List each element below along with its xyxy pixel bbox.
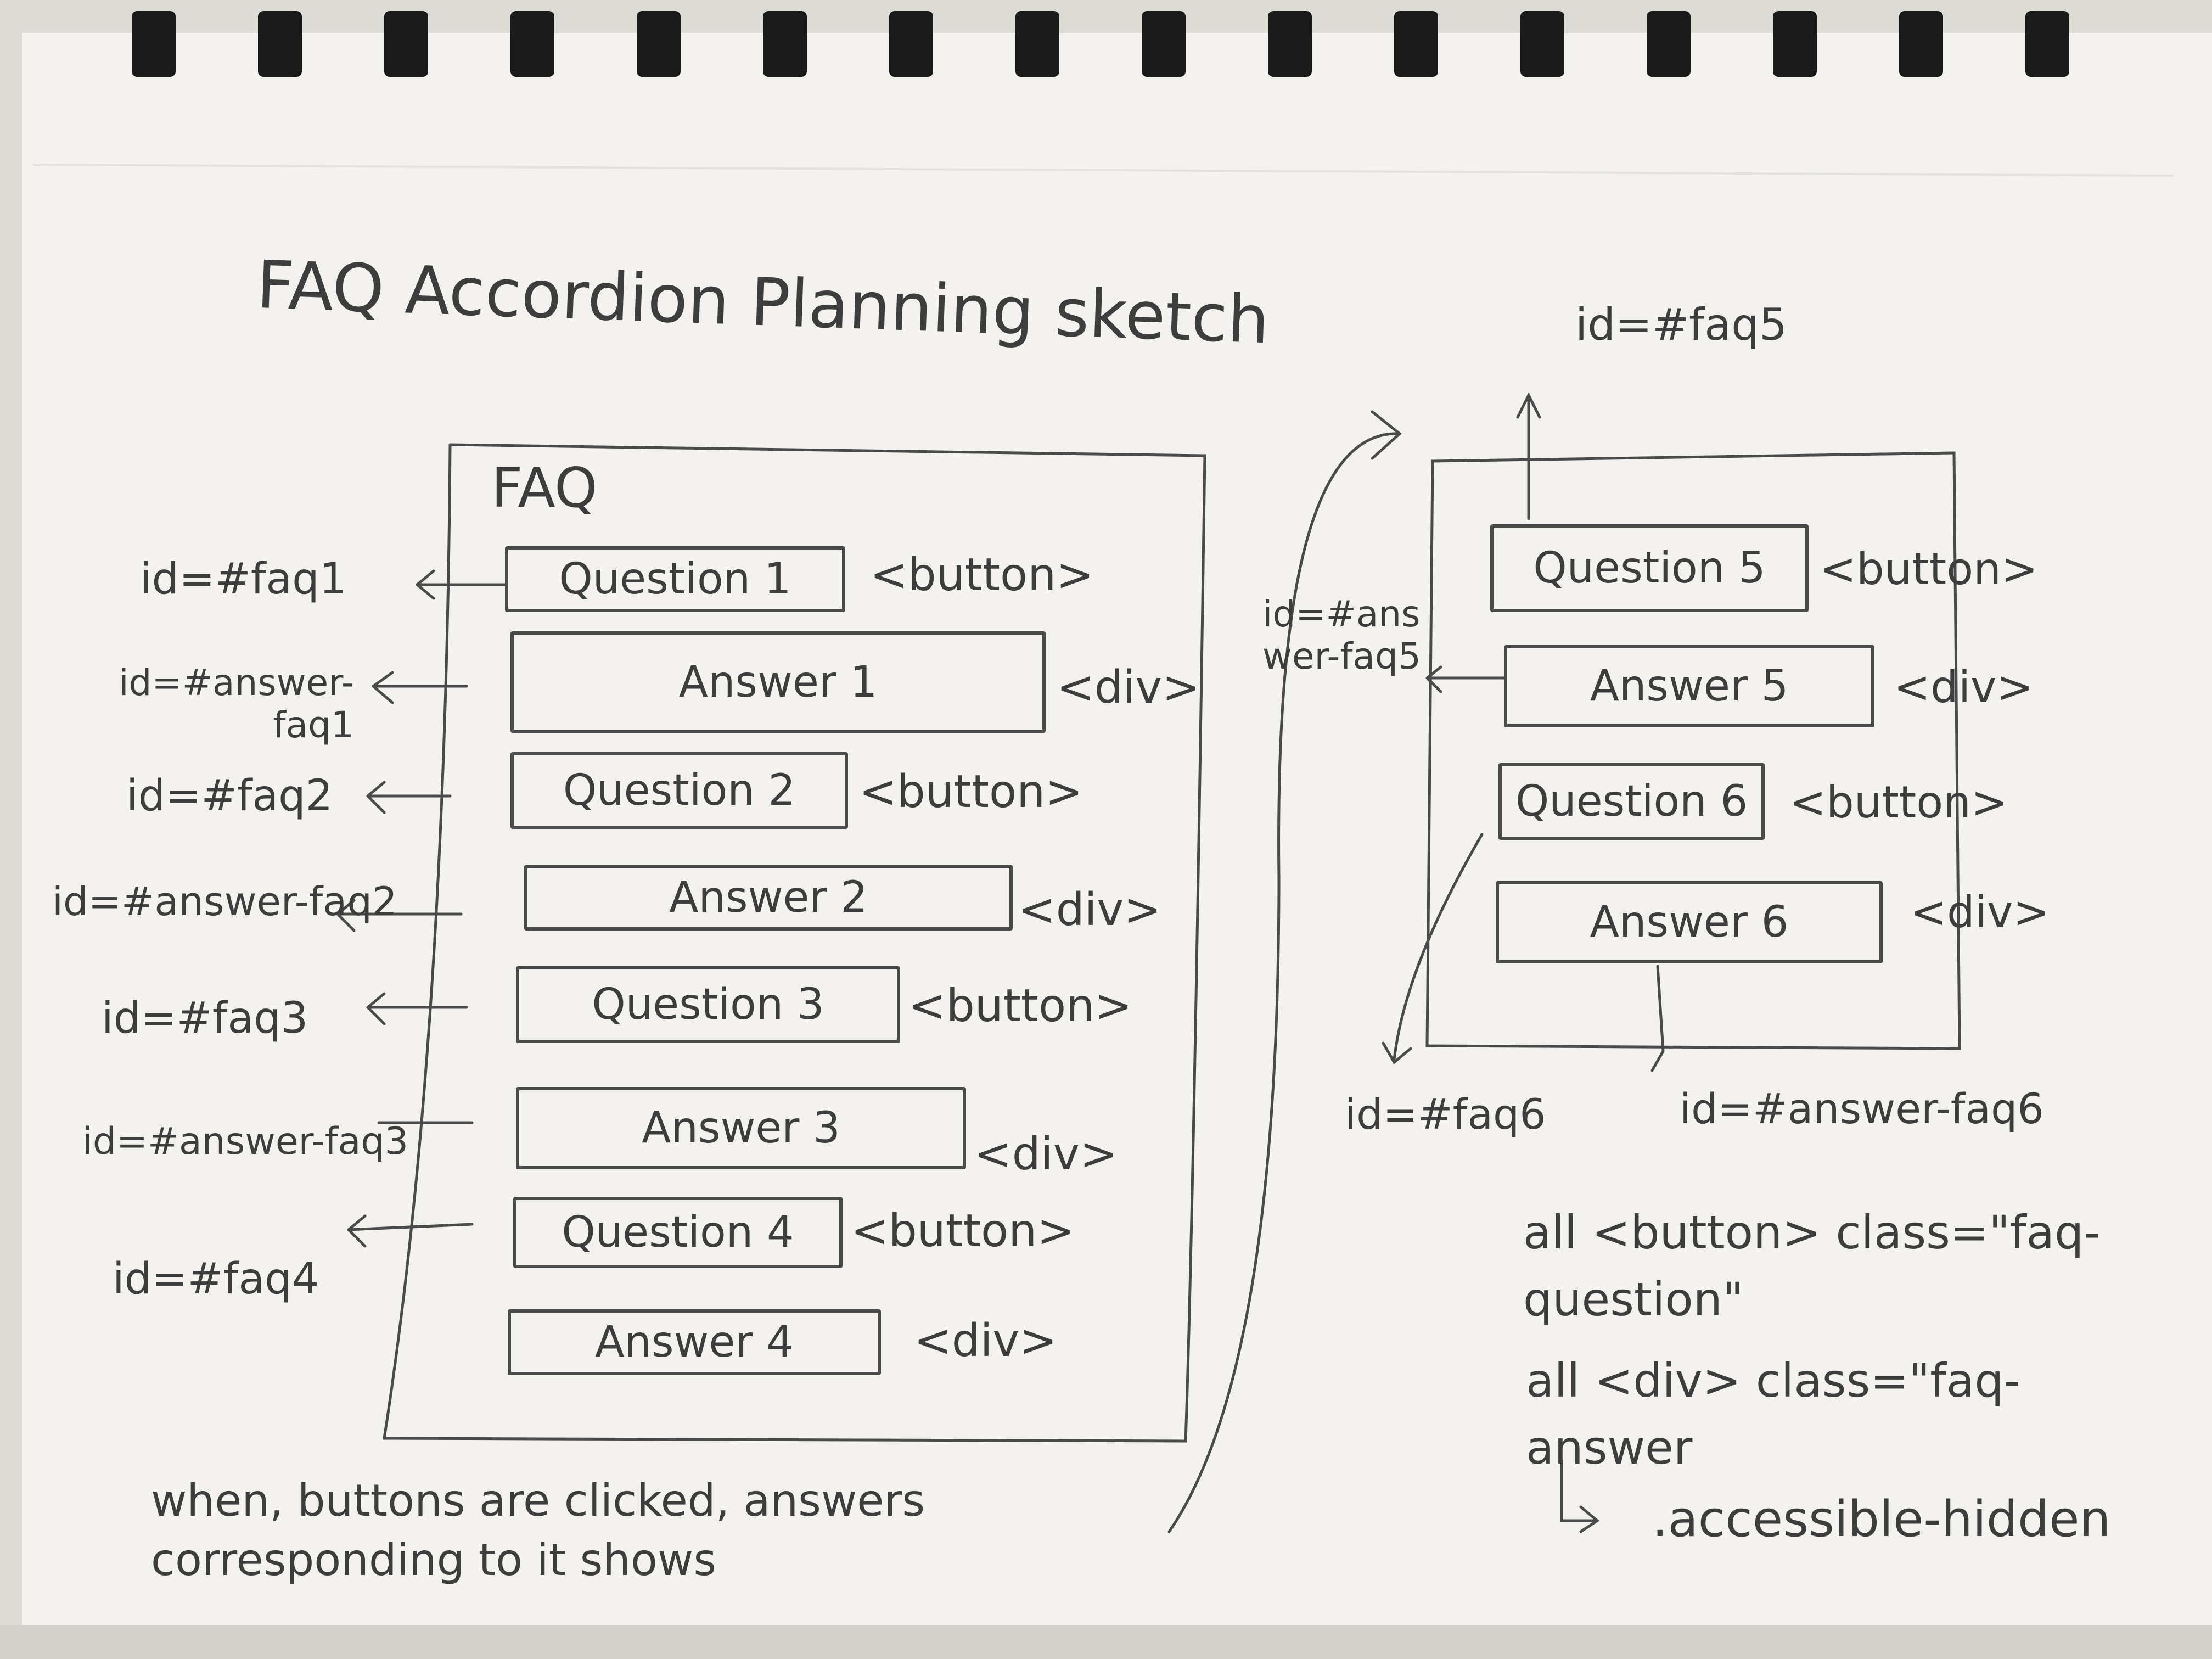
binding-ring — [258, 11, 302, 77]
answer-3-div: Answer 3 — [516, 1087, 966, 1169]
note-behavior: when, buttons are clicked, answers corre… — [151, 1475, 925, 1585]
answer-1-div: Answer 1 — [510, 631, 1046, 733]
binding-ring — [132, 11, 176, 77]
binding-ring — [889, 11, 933, 77]
id-label-faq3: id=#faq3 — [102, 994, 308, 1043]
answer-5-div: Answer 5 — [1504, 645, 1874, 727]
id-label-answer-faq2: id=#answer-faq2 — [52, 878, 397, 924]
tag-button-1: <button> — [870, 549, 1094, 601]
tag-button-3: <button> — [908, 980, 1132, 1032]
binding-ring — [1394, 11, 1438, 77]
id-label-answer-faq1: id=#answer-faq1 — [119, 662, 354, 746]
binding-ring — [384, 11, 428, 77]
tag-div-6: <div> — [1910, 887, 2050, 938]
tag-div-4: <div> — [914, 1315, 1057, 1367]
panel-heading: FAQ — [491, 456, 598, 520]
tag-button-4: <button> — [851, 1205, 1075, 1257]
question-2-button[interactable]: Question 2 — [510, 752, 848, 829]
tag-div-2: <div> — [1018, 884, 1161, 936]
answer-4-div: Answer 4 — [508, 1309, 881, 1375]
question-4-button[interactable]: Question 4 — [513, 1197, 843, 1268]
binding-ring — [1015, 11, 1059, 77]
binding-ring — [1142, 11, 1186, 77]
tag-div-1: <div> — [1057, 662, 1200, 714]
id-label-faq1: id=#faq1 — [140, 554, 347, 604]
binding-ring — [1647, 11, 1691, 77]
note-accessible-hidden: .accessible-hidden — [1652, 1490, 2111, 1548]
question-1-button[interactable]: Question 1 — [505, 546, 845, 612]
binding-ring — [2025, 11, 2069, 77]
binding-ring — [637, 11, 681, 77]
tag-button-5: <button> — [1820, 543, 2038, 595]
question-5-button[interactable]: Question 5 — [1490, 524, 1809, 612]
binding-ring — [1899, 11, 1943, 77]
spiral-binding — [132, 11, 2069, 77]
tag-button-6: <button> — [1789, 777, 2008, 828]
id-label-faq5: id=#faq5 — [1575, 299, 1787, 350]
tag-div-5: <div> — [1894, 662, 2034, 713]
id-label-faq6: id=#faq6 — [1345, 1090, 1546, 1139]
question-6-button[interactable]: Question 6 — [1498, 763, 1765, 840]
id-label-answer-faq6: id=#answer-faq6 — [1680, 1084, 2044, 1133]
note-button-class: all <button> class="faq-question" — [1523, 1206, 2101, 1326]
answer-2-div: Answer 2 — [524, 865, 1013, 931]
binding-ring — [1520, 11, 1564, 77]
id-label-answer-faq5: id=#answer-faq5 — [1262, 593, 1421, 677]
note-div-class: all <div> class="faq-answer — [1526, 1354, 2020, 1475]
id-label-faq2: id=#faq2 — [126, 771, 333, 821]
tag-div-3: <div> — [974, 1128, 1118, 1180]
id-label-faq4: id=#faq4 — [113, 1254, 319, 1304]
binding-ring — [1268, 11, 1312, 77]
binding-ring — [763, 11, 807, 77]
answer-6-div: Answer 6 — [1496, 881, 1883, 963]
id-label-answer-faq3: id=#answer-faq3 — [82, 1120, 408, 1163]
binding-ring — [1773, 11, 1817, 77]
question-3-button[interactable]: Question 3 — [516, 966, 900, 1043]
binding-ring — [510, 11, 554, 77]
tag-button-2: <button> — [859, 766, 1083, 818]
